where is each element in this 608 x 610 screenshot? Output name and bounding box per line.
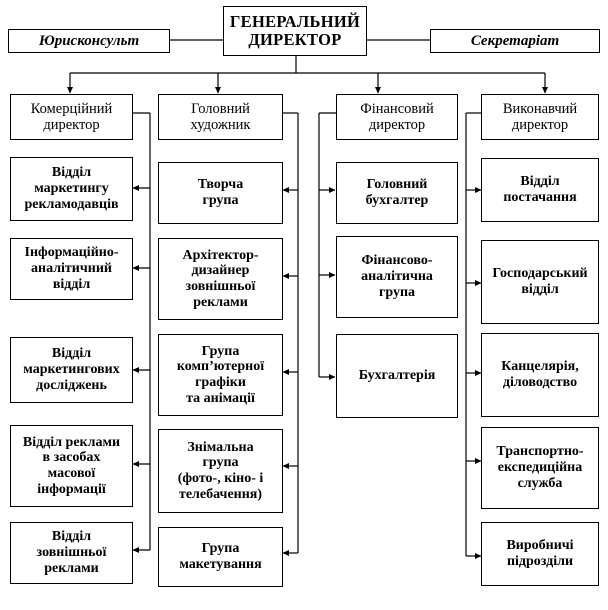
unit-box: Фінансово- аналітична група bbox=[336, 236, 458, 318]
financial-director-box: Фінансовий директор bbox=[336, 94, 458, 140]
executive-director-box: Виконавчий директор bbox=[481, 94, 599, 140]
unit-box: Відділ постачання bbox=[481, 158, 599, 222]
chief-artist-box: Головний художник bbox=[158, 94, 283, 140]
unit-box: Архітектор- дизайнер зовнішньої реклами bbox=[158, 238, 283, 320]
unit-box: Відділ маркетингу рекламодавців bbox=[10, 157, 133, 221]
unit-box: Група макетування bbox=[158, 527, 283, 587]
general-director-box: ГЕНЕРАЛЬНИЙ ДИРЕКТОР bbox=[223, 6, 367, 56]
unit-box: Відділ зовнішньої реклами bbox=[10, 522, 133, 584]
unit-box: Виробничі підрозділи bbox=[481, 522, 599, 586]
unit-box: Відділ маркетингових досліджень bbox=[10, 337, 133, 403]
unit-box: Канцелярія, діловодство bbox=[481, 333, 599, 417]
unit-box: Господарський відділ bbox=[481, 240, 599, 324]
secretariat-box: Секретаріат bbox=[430, 29, 600, 53]
unit-box: Головний бухгалтер bbox=[336, 162, 458, 224]
commercial-director-box: Комерційний директор bbox=[10, 94, 133, 140]
unit-box: Бухгалтерія bbox=[336, 334, 458, 418]
legal-advisor-box: Юрисконсульт bbox=[8, 29, 170, 53]
unit-box: Знімальна група (фото-, кіно- і телебаче… bbox=[158, 429, 283, 513]
unit-box: Відділ реклами в засобах масової інформа… bbox=[10, 425, 133, 507]
unit-box: Інформаційно- аналітичний відділ bbox=[10, 238, 133, 300]
unit-box: Творча група bbox=[158, 162, 283, 224]
unit-box: Транспортно- експедиційна служба bbox=[481, 427, 599, 509]
unit-box: Група комп’ютерної графіки та анімації bbox=[158, 334, 283, 416]
